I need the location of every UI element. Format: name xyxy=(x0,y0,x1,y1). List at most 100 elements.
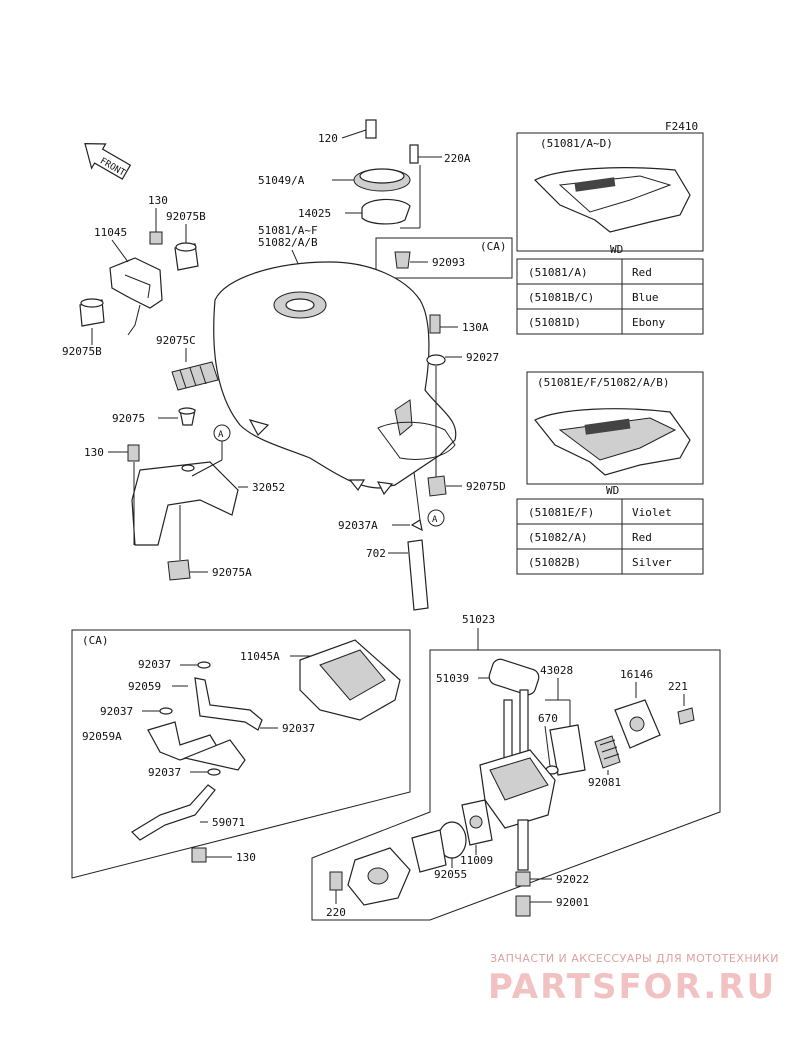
gasket-14025 xyxy=(361,198,411,225)
table2-row2-code: (51082/A) xyxy=(528,531,588,544)
bolt-130 xyxy=(149,231,163,245)
svg-text:92001: 92001 xyxy=(556,896,589,909)
hose-702: 92037A A 702 xyxy=(338,471,445,611)
svg-text:92027: 92027 xyxy=(466,351,499,364)
svg-text:130: 130 xyxy=(148,194,168,207)
table2-header: (51081E/F/51082/A/B) xyxy=(537,376,669,389)
svg-text:14025: 14025 xyxy=(298,207,331,220)
fuel-tank xyxy=(213,261,457,496)
bolt-120 xyxy=(365,119,377,139)
svg-text:59071: 59071 xyxy=(212,816,245,829)
svg-text:92022: 92022 xyxy=(556,873,589,886)
table1-row2-color: Blue xyxy=(632,291,659,304)
svg-text:A: A xyxy=(218,430,224,440)
table1-row1-code: (51081/A) xyxy=(528,266,588,279)
kawasaki-logo-1 xyxy=(574,177,616,192)
svg-text:92075A: 92075A xyxy=(212,566,252,579)
watermark-line2: PARTSFOR.RU xyxy=(488,967,776,1007)
oring-51039 xyxy=(488,658,540,696)
svg-text:(CA): (CA) xyxy=(480,240,507,253)
svg-text:120: 120 xyxy=(318,132,338,145)
table1-row3-color: Ebony xyxy=(632,316,665,329)
svg-text:130: 130 xyxy=(84,446,104,459)
svg-text:92037: 92037 xyxy=(148,766,181,779)
svg-text:51049/A: 51049/A xyxy=(258,174,305,187)
svg-text:92075D: 92075D xyxy=(466,480,506,493)
grommet-92027: 92027 xyxy=(426,351,499,478)
screw-221 xyxy=(677,707,695,725)
fuel-cock-assembly: 51023 51039 43028 670 16146 221 92081 xyxy=(311,613,721,921)
tank-decal-illustration-1 xyxy=(533,167,691,233)
color-table-2: (51081E/F/51082/A/B) WD (51081E/F) Viole… xyxy=(516,371,704,575)
svg-text:51082/A/B: 51082/A/B xyxy=(258,236,318,249)
ca-box-1 xyxy=(375,237,513,279)
table1-row1-color: Red xyxy=(632,266,652,279)
svg-text:702: 702 xyxy=(366,547,386,560)
svg-text:32052: 32052 xyxy=(252,481,285,494)
svg-text:92081: 92081 xyxy=(588,776,621,789)
svg-text:130A: 130A xyxy=(462,321,489,334)
bracket-11045: 130 11045 92075B 92075B xyxy=(62,194,206,358)
watermark-line1: ЗАПЧАСТИ И АКСЕССУАРЫ ДЛЯ МОТОТЕХНИКИ xyxy=(490,952,779,965)
hose-92059A xyxy=(147,721,219,761)
table1-header: (51081/A~D) xyxy=(540,137,613,150)
svg-text:92037: 92037 xyxy=(282,722,315,735)
hose-92059 xyxy=(194,677,263,731)
ca-box-2: (CA) 92037 11045A 92059 92037 92037 9205… xyxy=(71,629,411,879)
svg-text:92075: 92075 xyxy=(112,412,145,425)
svg-text:92059A: 92059A xyxy=(82,730,122,743)
svg-text:(CA): (CA) xyxy=(82,634,109,647)
svg-text:221: 221 xyxy=(668,680,688,693)
table1-row3-code: (51081D) xyxy=(528,316,581,329)
table1-row2-code: (51081B/C) xyxy=(528,291,594,304)
bracket-59071 xyxy=(131,784,216,841)
spring-92081 xyxy=(594,735,621,769)
gasket-left xyxy=(411,829,447,873)
svg-text:A: A xyxy=(432,515,438,525)
rubber-92075C: 92075C xyxy=(156,334,219,391)
color-table-1: (51081/A~D) WD (51081/A) Red (51081B/C) … xyxy=(516,132,704,335)
svg-text:92059: 92059 xyxy=(128,680,161,693)
screw-220A xyxy=(409,144,419,164)
svg-text:220A: 220A xyxy=(444,152,471,165)
washer-92022 xyxy=(515,871,531,887)
svg-text:16146: 16146 xyxy=(620,668,653,681)
svg-text:92037: 92037 xyxy=(138,658,171,671)
svg-text:92055: 92055 xyxy=(434,868,467,881)
part-92093 xyxy=(394,251,411,269)
bracket-32052: 92075 130 32052 92075A A xyxy=(84,407,285,581)
svg-text:670: 670 xyxy=(538,712,558,725)
rubber-92075A xyxy=(167,559,191,581)
front-arrow: FRONT xyxy=(84,143,132,180)
bolt-130A: 130A xyxy=(429,314,489,334)
svg-text:11009: 11009 xyxy=(460,854,493,867)
screw-220 xyxy=(329,871,343,891)
svg-text:11045: 11045 xyxy=(94,226,127,239)
svg-text:11045A: 11045A xyxy=(240,650,280,663)
table2-wd: WD xyxy=(606,484,619,497)
svg-text:51081/A~F: 51081/A~F xyxy=(258,224,318,237)
table2-row1-color: Violet xyxy=(632,506,672,519)
bolt-130b xyxy=(127,444,140,462)
rubber-92075D: 92075D xyxy=(427,475,506,497)
table2-row2-color: Red xyxy=(632,531,652,544)
table2-row1-code: (51081E/F) xyxy=(528,506,594,519)
table2-row3-code: (51082B) xyxy=(528,556,581,569)
table1-wd: WD xyxy=(610,243,623,256)
svg-text:220: 220 xyxy=(326,906,346,919)
svg-text:92037A: 92037A xyxy=(338,519,378,532)
svg-text:51039: 51039 xyxy=(436,672,469,685)
svg-text:43028: 43028 xyxy=(540,664,573,677)
svg-text:51023: 51023 xyxy=(462,613,495,626)
svg-text:92075B: 92075B xyxy=(166,210,206,223)
bolt-92001 xyxy=(515,895,531,917)
fuel-cap-assembly: 120 220A 51049/A 14025 (CA) 92093 xyxy=(258,119,513,279)
kawasaki-logo-2 xyxy=(584,418,631,435)
figure-code: F2410 xyxy=(665,120,698,133)
watermark: ЗАПЧАСТИ И АКСЕССУАРЫ ДЛЯ МОТОТЕХНИКИ PA… xyxy=(488,952,779,1007)
svg-text:92037: 92037 xyxy=(100,705,133,718)
svg-text:92075B: 92075B xyxy=(62,345,102,358)
clip-92037A xyxy=(410,519,423,532)
svg-text:130: 130 xyxy=(236,851,256,864)
